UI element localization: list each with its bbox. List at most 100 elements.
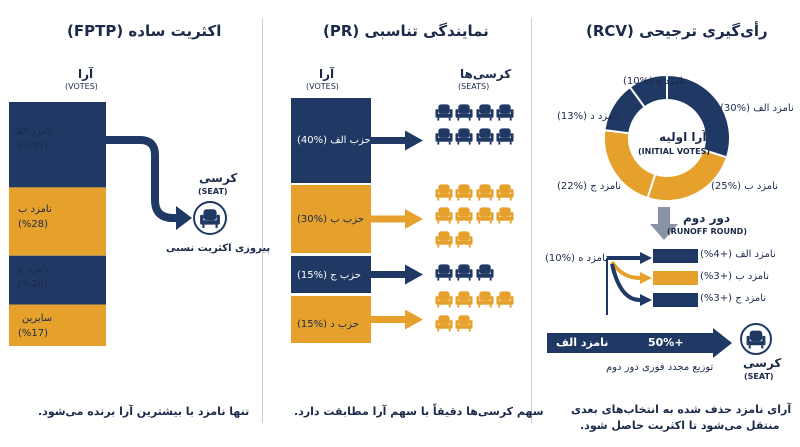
fptp-caption: تنها نامزد با بیشترین آرا برنده می‌شود.	[38, 405, 250, 418]
rcv-seat-label-en: (SEAT)	[744, 372, 774, 381]
fptp-votes-label: آرا	[78, 67, 94, 81]
pr-arrow-line-2	[371, 271, 407, 278]
fptp-seg-pct-a: (%35)	[18, 141, 49, 152]
pr-arrow-line-0	[371, 137, 407, 144]
pr-arrow-head-1	[405, 209, 423, 229]
fptp-winner-note: پیروزی اکثریت نسبی	[166, 243, 271, 254]
pr-arrow-head-2	[405, 264, 423, 285]
fptp-segment-0	[9, 102, 106, 188]
rcv-caption-line1: آرای نامزد حذف شده به انتخاب‌های بعدی	[571, 403, 792, 416]
final-bar	[547, 333, 715, 353]
pr-seat-25	[435, 315, 453, 332]
party-label-b: حزب ب (%30)	[297, 214, 364, 225]
pr-bar-2	[291, 256, 371, 293]
transfer-bar-2	[653, 293, 698, 307]
fptp-segment-1	[9, 187, 106, 256]
fptp-arrow-head	[176, 206, 192, 230]
pr-seat-16	[435, 231, 453, 248]
fptp-seat-label-en: (SEAT)	[198, 187, 228, 196]
donut-label-b: نامزد ب (%25)	[711, 181, 778, 192]
pr-seat-5	[455, 128, 473, 145]
pr-caption: سهم کرسی‌ها دقیقاً با سهم آرا مطابقت دار…	[294, 405, 544, 418]
pr-seat-17	[455, 231, 473, 248]
pr-seat-12	[435, 207, 453, 224]
pr-seat-14	[476, 207, 494, 224]
runoff-label-en: (RUNOFF ROUND)	[667, 227, 747, 236]
pr-seat-11	[496, 184, 514, 201]
divider-right	[531, 18, 532, 423]
pr-arrow-head-0	[405, 130, 423, 151]
runoff-arrow-head	[650, 224, 678, 240]
pr-votes-label-en: (VOTES)	[306, 82, 339, 91]
pr-seat-8	[435, 184, 453, 201]
pr-bar-3	[291, 296, 371, 343]
party-label-c: حزب ج (%15)	[297, 270, 361, 281]
initial-votes-label-en: (INITIAL VOTES)	[638, 147, 711, 156]
fptp-seg-pct-c: (%20)	[18, 279, 49, 290]
rcv-title: رأی‌گیری ترجیحی (RCV)	[586, 22, 768, 40]
fptp-seg-label-c: نامزد ج	[18, 264, 49, 275]
pr-seat-26	[455, 315, 473, 332]
pr-title: نمایندگی تناسبی (PR)	[323, 22, 489, 40]
party-label-d: حزب د (%15)	[297, 319, 359, 330]
pr-seat-19	[455, 264, 473, 281]
final-label: نامزد الف	[556, 336, 609, 349]
runoff-arrow-stem	[658, 207, 670, 225]
donut-label-a: نامزد الف (%30)	[720, 103, 794, 114]
pr-seat-6	[476, 128, 494, 145]
transfer-label-b: نامزد ب (+3%)	[700, 271, 769, 282]
pr-seat-1	[455, 104, 473, 121]
donut-slice-4	[628, 73, 668, 109]
pr-seats-label-en: (SEATS)	[458, 82, 490, 91]
pr-seat-0	[435, 104, 453, 121]
runoff-label: دور دوم	[683, 211, 731, 225]
transfer-bar-0	[653, 249, 698, 263]
fptp-seat-label: کرسی	[199, 171, 238, 185]
pr-seat-9	[455, 184, 473, 201]
pr-seat-10	[476, 184, 494, 201]
pr-bar-0	[291, 98, 371, 183]
pr-arrow-head-3	[405, 309, 423, 330]
divider-left	[262, 18, 263, 423]
pr-seat-4	[435, 128, 453, 145]
donut-label-d: نامزد د (%13)	[557, 111, 620, 122]
pr-bar-1	[291, 185, 371, 253]
fptp-seg-pct-b: (%28)	[18, 219, 49, 230]
pr-seat-22	[455, 291, 473, 308]
rcv-caption-line2: منتقل می‌شود تا اکثریت حاصل شود.	[580, 419, 780, 432]
final-arrow-head	[713, 328, 732, 358]
fptp-title: اکثریت ساده (FPTP)	[67, 22, 222, 40]
pr-seat-23	[476, 291, 494, 308]
pr-seat-21	[435, 291, 453, 308]
instant-runoff-note: توزیع مجدد فوری دور دوم	[606, 362, 714, 373]
transfer-label-c: نامزد ج (+3%)	[700, 293, 767, 304]
fptp-seg-pct-d: (%17)	[18, 328, 49, 339]
pr-seat-7	[496, 128, 514, 145]
donut-label-c: نامزد ج (%22)	[557, 181, 622, 192]
fptp-seg-label-d: سایرین	[22, 313, 53, 324]
pr-seat-3	[496, 104, 514, 121]
eliminated-label: نامزد ه (%10)	[545, 253, 608, 264]
pr-seat-20	[476, 264, 494, 281]
final-pct: 50%+	[648, 336, 684, 349]
transfer-head-b	[640, 272, 652, 284]
party-label-a: حزب الف (%40)	[297, 135, 371, 146]
pr-seat-15	[496, 207, 514, 224]
fptp-seg-label-a: نامزد الف	[12, 126, 53, 137]
fptp-arrow-line	[106, 136, 178, 222]
fptp-seg-label-b: نامزد ب	[18, 204, 52, 215]
pr-arrow-line-1	[371, 215, 407, 223]
pr-arrow-line-3	[371, 316, 407, 323]
rcv-seat-label: کرسی	[743, 356, 782, 370]
transfer-bar-1	[653, 271, 698, 285]
transfer-label-a: نامزد الف (+4%)	[700, 249, 776, 260]
fptp-seat-icon	[200, 209, 220, 228]
pr-votes-label: آرا	[319, 67, 335, 81]
pr-seat-13	[455, 207, 473, 224]
initial-votes-label: آرا اولیه	[659, 130, 707, 144]
fptp-segment-3	[9, 304, 106, 346]
pr-seat-24	[496, 291, 514, 308]
